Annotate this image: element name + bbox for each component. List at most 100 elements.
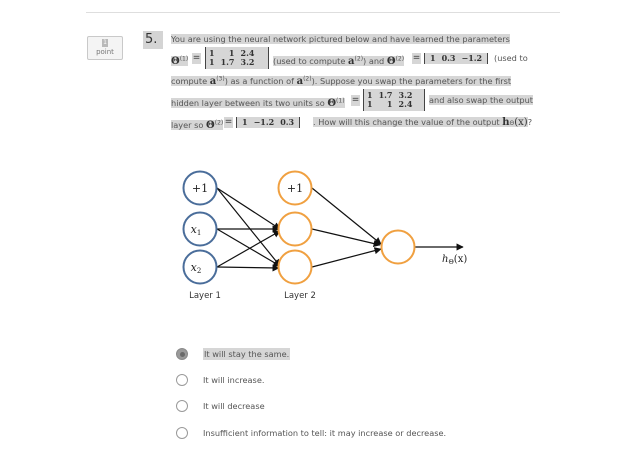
question-line-5b: . How will this change the value of the … [313, 117, 532, 129]
layer1-connections [216, 187, 281, 272]
equals-sign: = [412, 53, 421, 64]
option-label: Insufficient information to tell: it may… [203, 428, 447, 438]
edge [216, 187, 281, 267]
question-line-4b: and also swap the output [429, 95, 533, 106]
points-label: point [96, 48, 114, 56]
matrix-cell: 1 [386, 99, 393, 109]
edge [216, 230, 281, 268]
edge [216, 264, 280, 272]
output-node [380, 229, 416, 265]
hidden-unit-1-node [277, 211, 313, 247]
edge [216, 187, 281, 230]
theta-sup: (2) [395, 55, 405, 62]
text-fragment: (used to compute [273, 55, 346, 66]
a-symbol: a [296, 75, 304, 87]
matrix-cell: 3.2 [240, 57, 255, 67]
radio-button[interactable] [176, 400, 188, 412]
input-x2-node [182, 249, 218, 285]
h-arg: (x) [514, 117, 528, 128]
matrix-cell: 1 [367, 99, 373, 109]
hidden-bias-label: +1 [287, 182, 303, 195]
theta-symbol: Θ [327, 97, 337, 109]
theta2-swapped-vector: 1 −1.2 0.3 [236, 117, 301, 128]
points-badge: 1 point [87, 36, 123, 60]
question-number: 5. [143, 31, 163, 49]
vector-cell: 0.3 [441, 53, 456, 63]
question-line-2c: (used to [494, 53, 528, 64]
edge [311, 247, 382, 268]
theta-sup: (2) [214, 119, 224, 126]
text-fragment: ). Suppose you swap the parameters for t… [311, 75, 512, 86]
output-label: hΘ(x) [442, 254, 467, 266]
a-sup: (2) [303, 75, 312, 82]
question-line-1: You are using the neural network picture… [171, 34, 510, 45]
matrix-cell: 1 [209, 48, 215, 58]
layer2-connections [311, 187, 464, 268]
text-fragment: . How will this change the value of the … [313, 117, 500, 127]
hidden-unit-2-node [277, 249, 313, 285]
theta-sup: (1) [336, 97, 345, 104]
matrix-cell: 2.4 [398, 99, 413, 109]
equals-sign: = [192, 53, 201, 64]
option-label: It will decrease [203, 401, 265, 411]
input-bias-label: +1 [192, 182, 208, 195]
matrix-cell: 1 [367, 90, 373, 100]
question-line-4: hidden layer between its two units so Θ(… [171, 95, 345, 109]
question-text-line1: You are using the neural network picture… [171, 34, 510, 44]
text-fragment: compute [171, 75, 208, 86]
radio-button-selected[interactable] [176, 348, 188, 360]
input-x1-label: x1 [191, 223, 202, 237]
text-fragment: hidden layer between its two units so [171, 97, 325, 108]
text-fragment: ) and [363, 55, 385, 66]
vector-cell: 1 [242, 117, 248, 127]
vector-cell: 0.3 [280, 117, 295, 127]
matrix-cell: 2.4 [240, 48, 255, 58]
edge [311, 187, 382, 245]
equals-sign: = [351, 95, 360, 106]
matrix-cell: 1.7 [378, 90, 393, 100]
a-symbol: a [348, 55, 355, 67]
text-fragment: layer so [171, 119, 204, 130]
hidden-bias-node [277, 170, 313, 206]
a-symbol: a [209, 75, 217, 87]
a-sup: (2) [354, 55, 364, 62]
points-value: 1 [102, 39, 108, 47]
layer2-label: Layer 2 [284, 291, 316, 301]
theta-symbol: Θ [386, 55, 396, 67]
theta-symbol: Θ [171, 55, 180, 67]
vector-cell: 1 [430, 53, 436, 63]
edge [216, 228, 281, 267]
option-label: It will increase. [203, 375, 265, 385]
input-bias-node [182, 170, 218, 206]
question-line-2: Θ(1) [171, 53, 189, 67]
theta-symbol: Θ [206, 119, 215, 131]
equals-sign: = [224, 117, 233, 128]
input-x2-label: x2 [191, 261, 202, 275]
vector-cell: −1.2 [253, 117, 275, 127]
theta-sup: (1) [179, 55, 189, 62]
option-label: It will stay the same. [203, 348, 291, 360]
input-x1-node [182, 211, 218, 247]
matrix-cell: 1 [228, 48, 235, 58]
question-line-5: layer so Θ(2) [171, 117, 224, 131]
text-fragment: ) as a function of [224, 75, 294, 86]
top-divider [86, 12, 560, 13]
radio-button[interactable] [176, 374, 188, 386]
question-line-3: compute a(3)) as a function of a(2)). Su… [171, 73, 512, 87]
matrix-cell: 1.7 [220, 57, 235, 67]
text-fragment: and also swap the output [429, 95, 533, 105]
edge [311, 228, 381, 248]
a-sup: (3) [216, 75, 225, 82]
vector-cell: −1.2 [461, 53, 483, 63]
matrix-cell: 3.2 [398, 90, 413, 100]
text-fragment: ? [527, 117, 533, 127]
matrix-cell: 1 [209, 57, 215, 67]
question-line-2b: (used to compute a(2)) and Θ(2) [273, 53, 405, 67]
h-sub: Θ [509, 120, 515, 127]
layer1-label: Layer 1 [189, 291, 221, 301]
radio-button[interactable] [176, 427, 188, 439]
h-symbol: h [502, 117, 510, 128]
